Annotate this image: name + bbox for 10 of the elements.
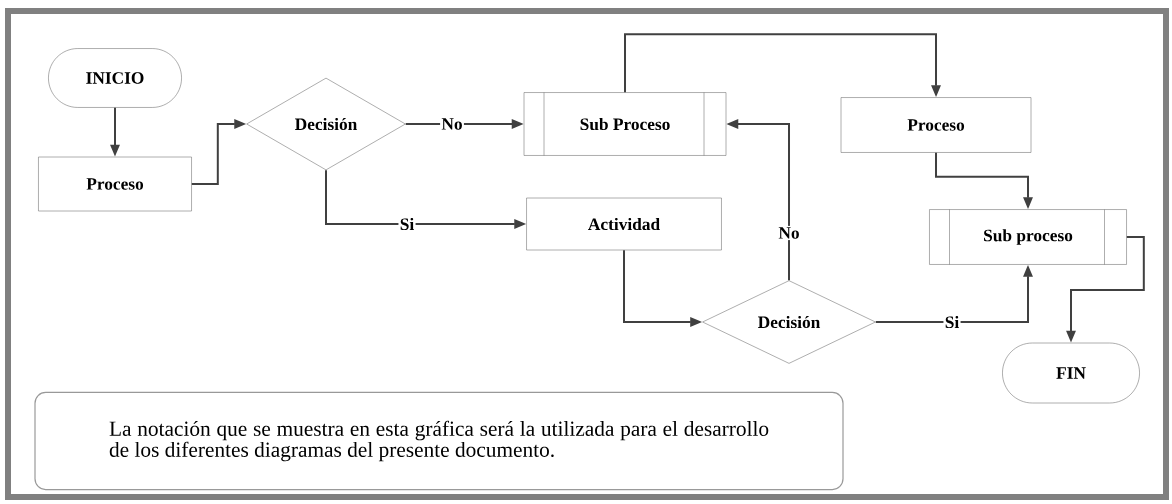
process-box: Proceso [840, 97, 1032, 153]
process-box: Proceso [38, 156, 192, 212]
subprocess-box: Sub proceso [929, 209, 1127, 265]
edge-label: No [440, 116, 464, 132]
subprocess-box: Sub Proceso [523, 92, 727, 156]
note-box: La notación que se muestra en esta gráfica será la utilizada para el desarrollo de los diferentes diagramas del presente documento. [34, 391, 844, 491]
edge-label: Si [398, 216, 416, 232]
process-box: Actividad [526, 197, 722, 251]
edge-label: Si [943, 314, 961, 330]
edge-label: No [777, 225, 801, 241]
